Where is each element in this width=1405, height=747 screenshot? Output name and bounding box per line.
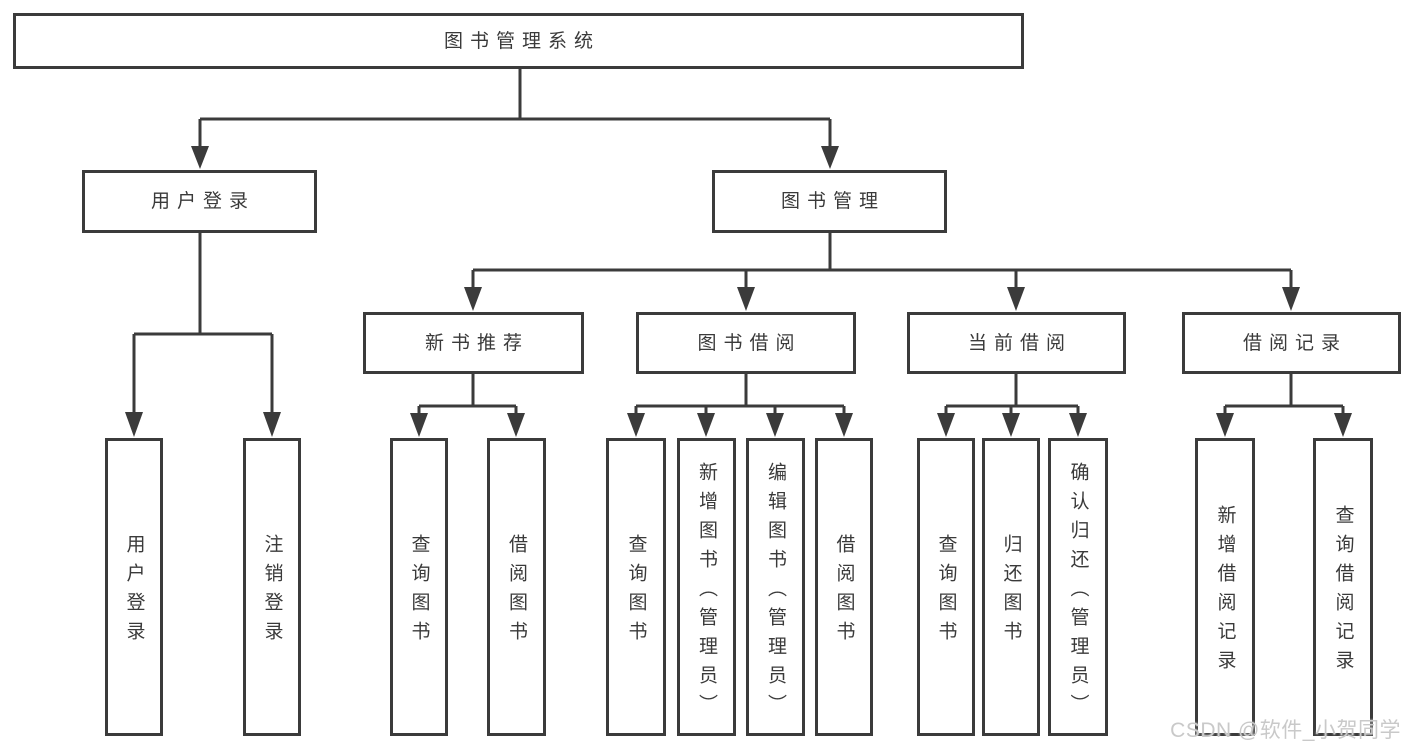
node-edit-book-admin: 编辑图书（管理员） (746, 438, 805, 736)
node-query-book-current: 查询图书 (917, 438, 975, 736)
node-current-borrowing: 当前借阅 (907, 312, 1126, 374)
node-borrow-records: 借阅记录 (1182, 312, 1401, 374)
node-new-book-recommend: 新书推荐 (363, 312, 584, 374)
node-book-management: 图书管理 (712, 170, 947, 233)
node-borrow-book-recommend: 借阅图书 (487, 438, 546, 736)
node-user-login-action: 用户登录 (105, 438, 163, 736)
node-add-borrow-record: 新增借阅记录 (1195, 438, 1255, 736)
node-query-borrow-record: 查询借阅记录 (1313, 438, 1373, 736)
node-borrow-book-action: 借阅图书 (815, 438, 873, 736)
node-return-book: 归还图书 (982, 438, 1040, 736)
node-query-book-borrowing: 查询图书 (606, 438, 666, 736)
node-user-login: 用户登录 (82, 170, 317, 233)
node-library-system: 图书管理系统 (13, 13, 1024, 69)
node-confirm-return-admin: 确认归还（管理员） (1048, 438, 1108, 736)
node-query-book-recommend: 查询图书 (390, 438, 448, 736)
connector-path (132, 69, 1345, 416)
node-logout-action: 注销登录 (243, 438, 301, 736)
csdn-watermark: CSDN @软件_小贺同学 (1170, 719, 1401, 742)
node-book-borrowing: 图书借阅 (636, 312, 856, 374)
node-add-book-admin: 新增图书（管理员） (677, 438, 736, 736)
